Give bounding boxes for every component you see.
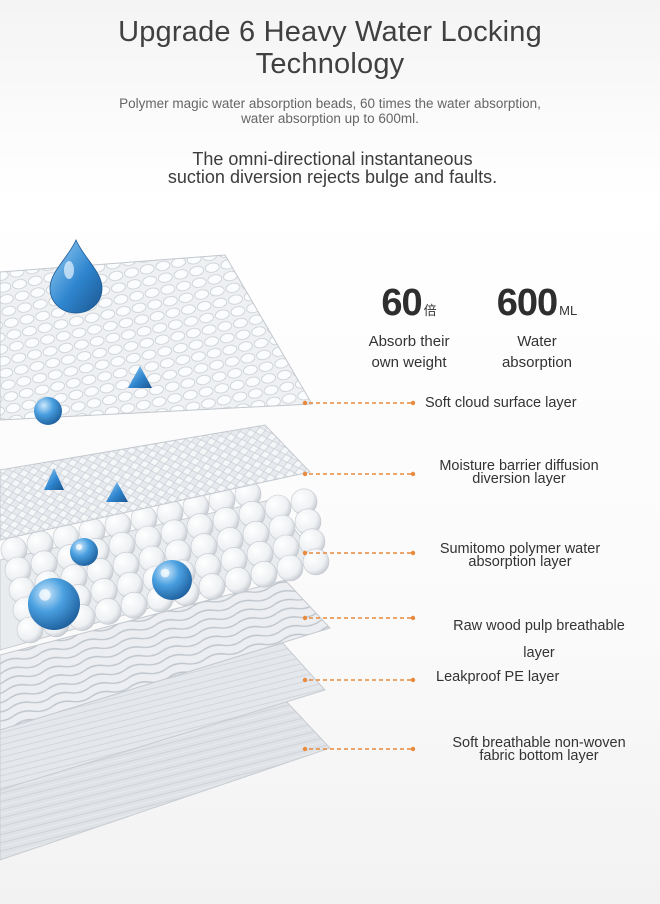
label-nonwoven-layer: Soft breathable non-woven fabric bottom …	[440, 735, 638, 764]
subtitle-line-2: water absorption up to 600ml.	[241, 111, 419, 126]
leader-dot	[410, 550, 416, 556]
layer-soft-cloud	[0, 254, 313, 421]
label-soft-cloud-layer: Soft cloud surface layer	[425, 395, 577, 411]
polymer-bead	[250, 560, 278, 588]
water-bead-icon	[152, 560, 192, 600]
polymer-bead	[198, 573, 226, 600]
polymer-bead	[276, 554, 304, 582]
absorbed-water-beads	[28, 538, 192, 630]
label-line-1: Sumitomo polymer water	[439, 541, 601, 557]
polymer-bead	[94, 598, 122, 625]
subtitle-line-1: Polymer magic water absorption beads, 60…	[119, 96, 541, 111]
label-line-1: Raw wood pulp breathable	[453, 618, 625, 634]
leader-dot	[410, 471, 416, 477]
water-drop-small-icon	[106, 482, 128, 502]
tagline-line-2: suction diversion rejects bulge and faul…	[167, 167, 498, 187]
leader-dot	[410, 677, 416, 683]
water-drop-small-icon	[128, 366, 152, 388]
page-title: Upgrade 6 Heavy Water Locking Technology	[0, 16, 660, 80]
leader-lines	[302, 400, 416, 752]
leader-dot	[410, 615, 416, 621]
stat-unit: ML	[559, 303, 578, 318]
label-line-2: diversion layer	[472, 471, 566, 487]
title-line-1: Upgrade 6 Heavy Water Locking	[118, 16, 542, 48]
label-line-1: Soft cloud surface layer	[425, 395, 577, 411]
label-line-1: Soft breathable non-woven	[452, 735, 626, 751]
water-drop-icon	[49, 239, 103, 314]
water-drop-small-icon	[44, 468, 64, 490]
stat-caption-line-2: own weight	[371, 354, 447, 371]
label-line-2: layer	[523, 645, 555, 661]
leader-dot	[302, 471, 308, 477]
title-line-2: Technology	[255, 48, 405, 80]
label-line-1: Leakproof PE layer	[436, 669, 560, 685]
polymer-bead	[16, 616, 44, 644]
polymer-bead	[302, 548, 330, 576]
label-polymer-layer: Sumitomo polymer water absorption layer	[428, 541, 612, 570]
stat-value: 60	[381, 282, 422, 324]
stat-caption-line-2: absorption	[501, 354, 573, 371]
label-wood-pulp-layer: Raw wood pulp breathable layer	[440, 613, 638, 667]
tagline: The omni-directional instantaneous sucti…	[60, 150, 605, 186]
tagline-line-1: The omni-directional instantaneous	[192, 149, 473, 169]
leader-dot	[410, 746, 416, 752]
polymer-bead	[120, 591, 148, 619]
leader-dot	[302, 400, 308, 406]
subtitle: Polymer magic water absorption beads, 60…	[60, 96, 600, 126]
label-pe-layer: Leakproof PE layer	[436, 669, 560, 685]
layer-moisture-barrier	[0, 424, 311, 541]
stat-value: 600	[496, 282, 558, 324]
label-line-1: Moisture barrier diffusion	[439, 458, 599, 474]
water-bead-icon	[34, 397, 62, 425]
leader-dot	[302, 550, 308, 556]
water-bead-icon	[28, 578, 80, 630]
label-line-2: fabric bottom layer	[479, 748, 599, 764]
polymer-bead	[224, 567, 252, 594]
stat-caption-line-1: Water	[517, 333, 557, 350]
leader-dot	[302, 615, 308, 621]
label-moisture-barrier-layer: Moisture barrier diffusion diversion lay…	[428, 458, 610, 487]
label-line-2: absorption layer	[468, 554, 572, 570]
water-bead-icon	[70, 538, 98, 566]
leader-dot	[410, 400, 416, 406]
leader-dot	[302, 746, 308, 752]
layer-stack-illustration	[0, 239, 416, 861]
leader-dot	[302, 677, 308, 683]
stat-unit: 倍	[423, 303, 437, 318]
stat-caption-line-1: Absorb their	[368, 333, 450, 350]
